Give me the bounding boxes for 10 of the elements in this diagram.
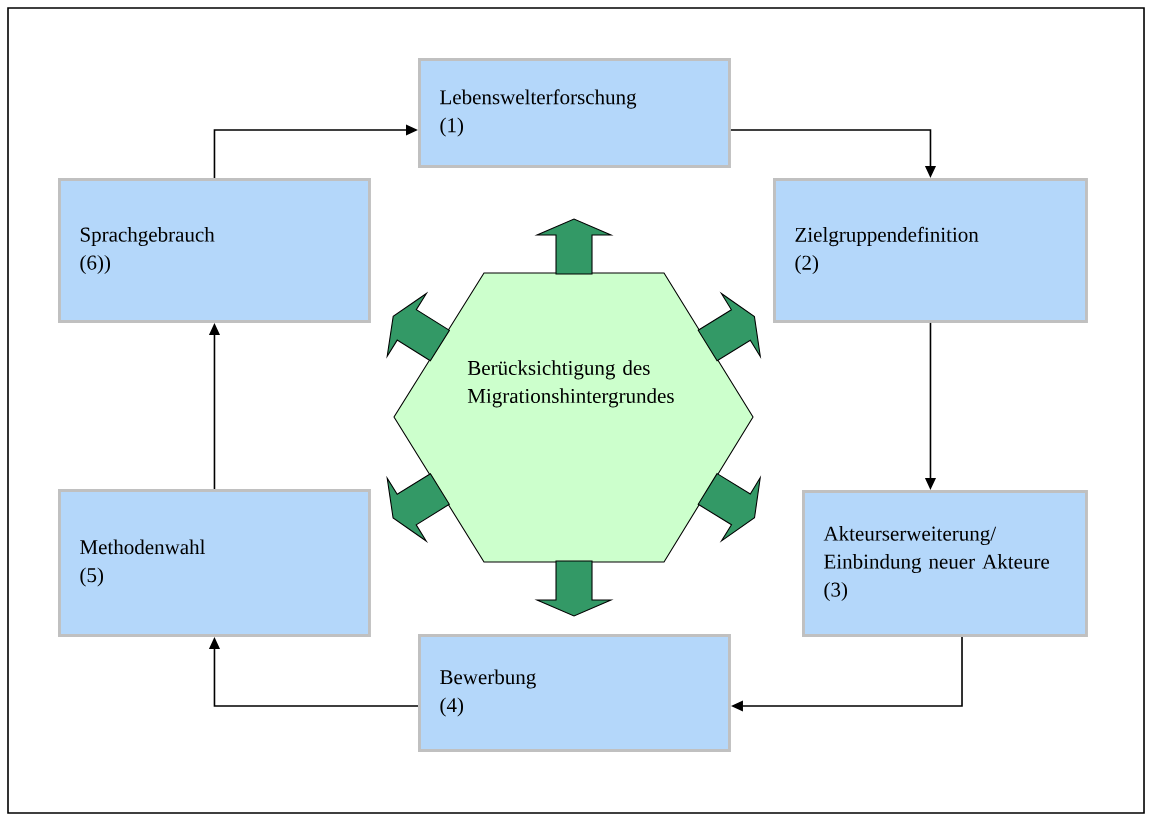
block-arrow [534,218,614,275]
block-arrow [697,291,762,362]
process-box: Methodenwahl (5) [58,489,371,637]
process-box: Bewerbung (4) [418,634,731,752]
process-box: Zielgruppendefinition (2) [773,178,1088,323]
process-box: Lebenswelterforschung (1) [418,58,731,168]
block-arrow [534,560,614,617]
process-box: Akteurserweiterung/ Einbindung neuer Akteure (3) [802,490,1088,637]
process-box: Sprachgebrauch (6)) [58,178,371,323]
hexagon: Berücksichtigung des Migrationshintergrundes [393,272,754,563]
